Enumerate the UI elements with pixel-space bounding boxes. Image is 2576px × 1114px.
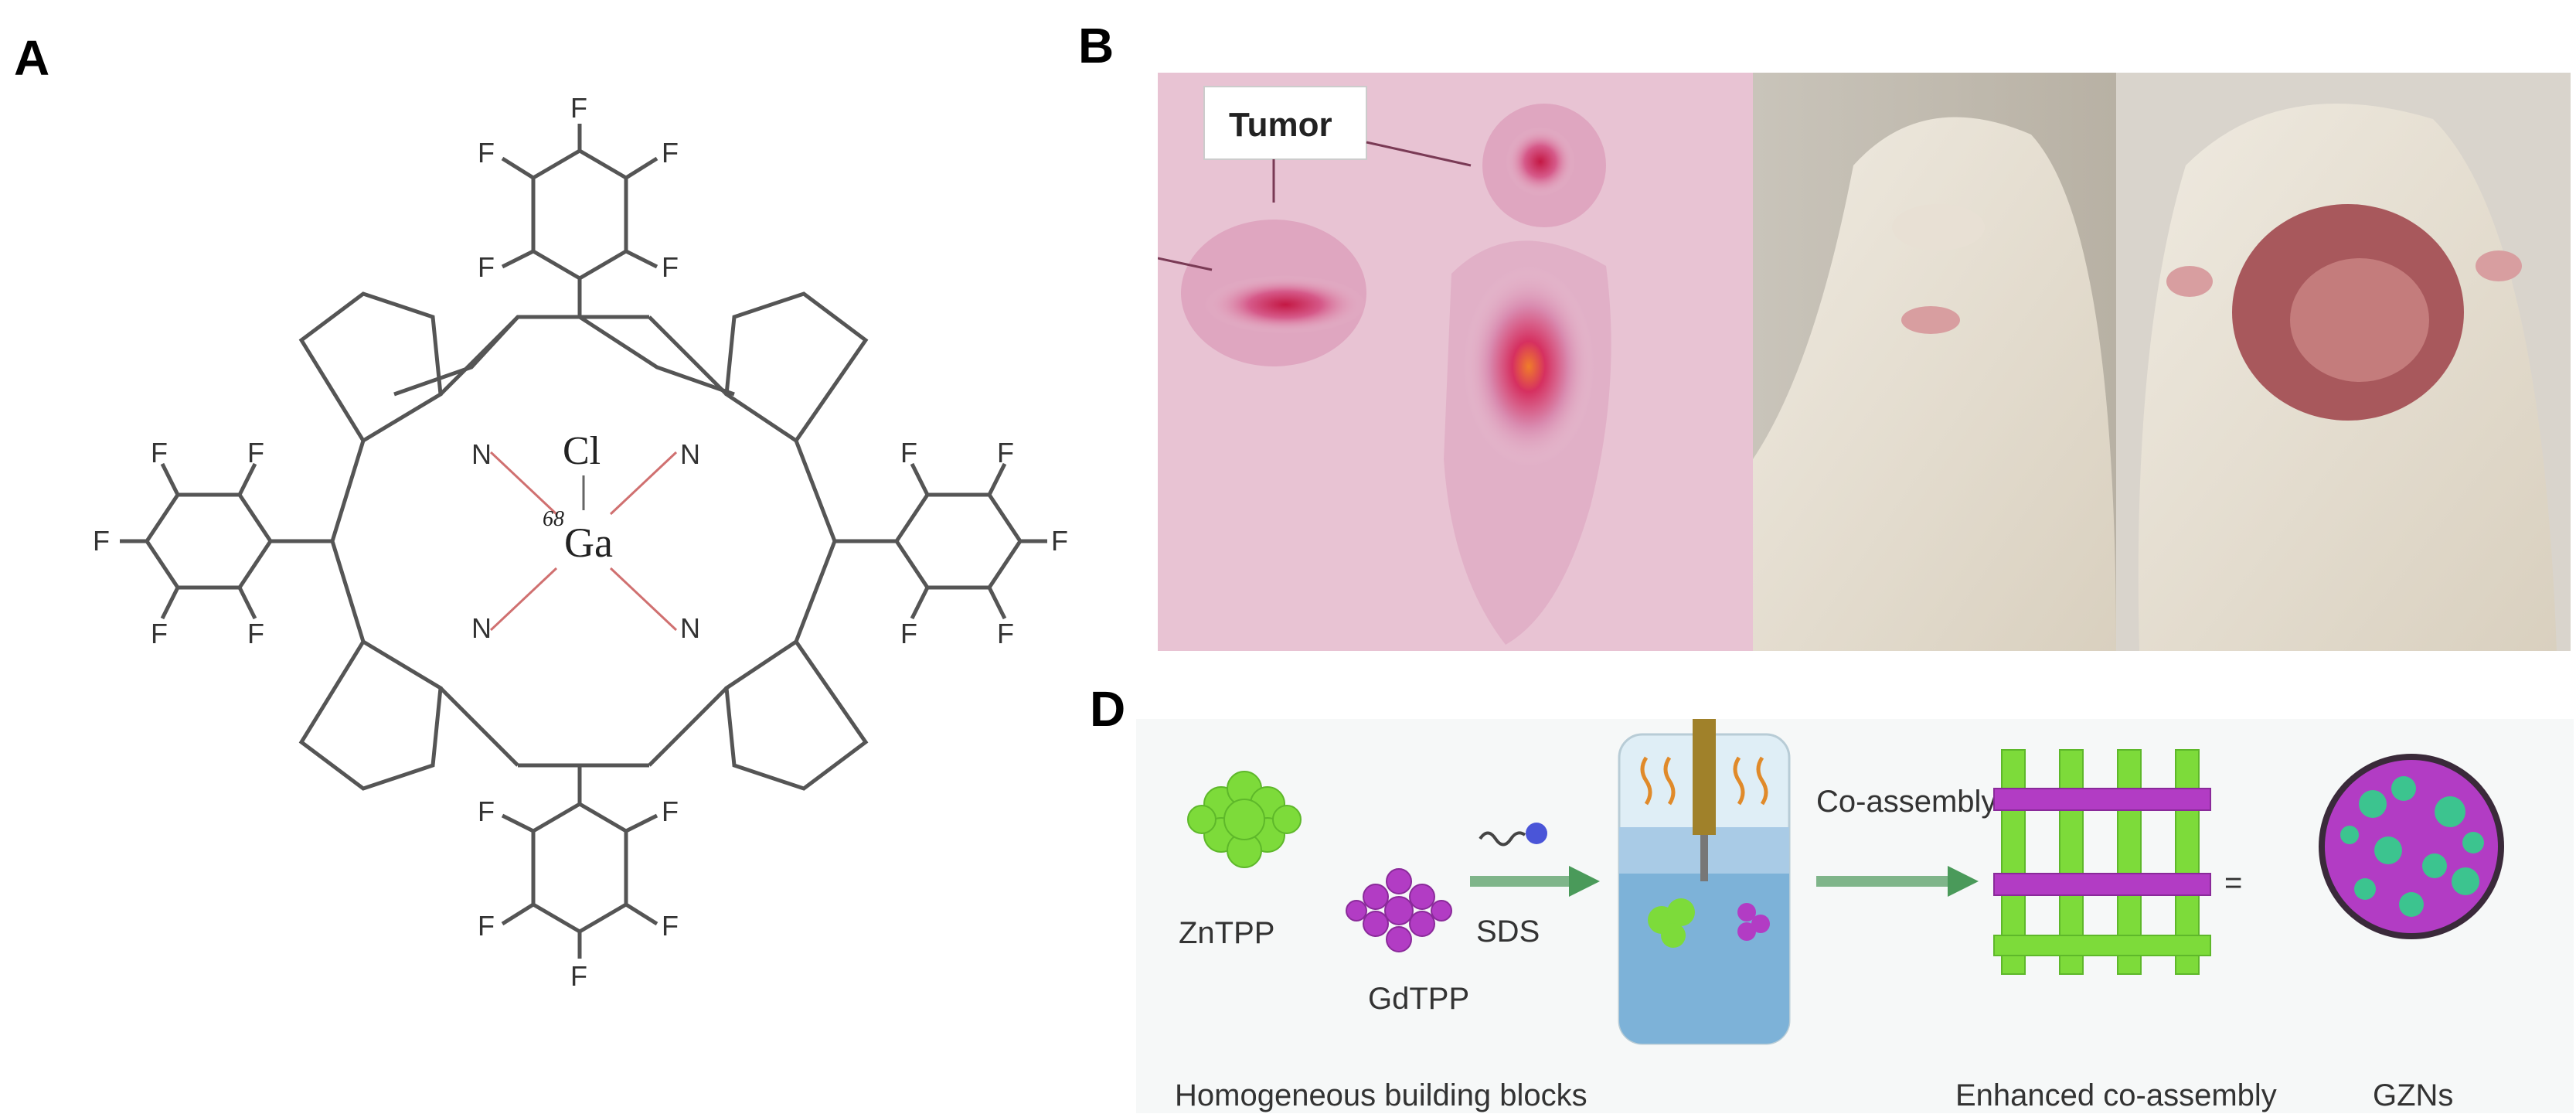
coassembly-label: Co-assembly xyxy=(1816,785,1996,819)
fluorine-label: F xyxy=(662,251,679,283)
panel-label-a: A xyxy=(14,30,50,86)
fluorine-label: F xyxy=(570,92,587,124)
isotope-label: 68 xyxy=(543,507,564,531)
caption-building-blocks: Homogeneous building blocks xyxy=(1175,1078,1587,1112)
equals-sign: = xyxy=(2224,866,2242,900)
fluorine-label: F xyxy=(900,618,917,649)
zntpp-label: ZnTPP xyxy=(1179,916,1274,950)
fluorine-label: F xyxy=(478,910,495,942)
nitrogen-label: N xyxy=(471,438,492,470)
chlorine-label: Cl xyxy=(563,429,601,473)
fluorine-label: F xyxy=(478,251,495,283)
panel-label-d: D xyxy=(1090,681,1126,737)
gzn-nanosphere xyxy=(2319,754,2504,939)
caption-gzns: GZNs xyxy=(2373,1078,2453,1112)
nitrogen-label: N xyxy=(471,612,492,644)
tumor-imaging-panel: Tumor xyxy=(1158,73,2571,651)
fluorine-label: F xyxy=(662,137,679,169)
arrow-icon xyxy=(1470,866,1600,897)
gallium-label: Ga xyxy=(564,520,613,566)
fluorine-label: F xyxy=(662,795,679,827)
tumor-callout xyxy=(1203,86,1367,160)
nitrogen-label: N xyxy=(680,612,700,644)
fluorine-label: F xyxy=(93,525,110,557)
gzn-coassembly-scheme: ZnTPP GdTPP SDS Co-assembly xyxy=(1136,719,2574,1113)
sds-surfactant-icon xyxy=(1479,823,1547,847)
fluorine-label: F xyxy=(151,437,168,468)
fluorine-label: F xyxy=(478,137,495,169)
fluorine-label: F xyxy=(478,795,495,827)
rat-photo-closed xyxy=(1753,73,2116,651)
sds-label: SDS xyxy=(1476,915,1540,949)
fluorine-label: F xyxy=(997,437,1014,468)
tumor-label: Tumor xyxy=(1229,106,1332,144)
pet-image xyxy=(1158,73,1753,651)
zntpp-molecule xyxy=(1187,771,1302,868)
fluorine-label: F xyxy=(570,960,587,992)
tumor-pointer-line xyxy=(1158,257,1213,271)
fluorine-label: F xyxy=(997,618,1014,649)
coassembly-lattice xyxy=(1993,749,2211,975)
fluorine-label: F xyxy=(247,437,264,468)
fluorine-label: F xyxy=(900,437,917,468)
rat-photo-open xyxy=(2116,73,2571,651)
nitrogen-label: N xyxy=(680,438,700,470)
reaction-beaker xyxy=(1618,719,1791,1045)
gdtpp-molecule xyxy=(1346,868,1452,952)
panel-label-b: B xyxy=(1078,18,1114,73)
fluorine-label: F xyxy=(247,618,264,649)
arrow-icon xyxy=(1816,866,1979,897)
fluorine-label: F xyxy=(151,618,168,649)
fluorine-label: F xyxy=(662,910,679,942)
gdtpp-label: GdTPP xyxy=(1368,982,1469,1016)
tumor-pointer-line xyxy=(1366,141,1472,167)
ga68-porphyrin-structure: N N N N Cl 68 Ga F F F F F F F F F F F F… xyxy=(93,92,1068,992)
caption-enhanced-coassembly: Enhanced co-assembly xyxy=(1955,1078,2277,1112)
fluorine-label: F xyxy=(1051,525,1068,557)
